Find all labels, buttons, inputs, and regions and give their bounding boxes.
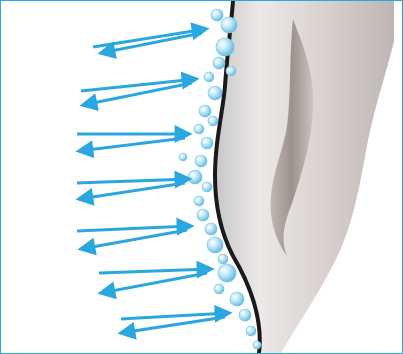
- outward-arrow: [81, 230, 187, 249]
- bubble-icon: [202, 182, 212, 192]
- bubble-icon: [216, 38, 234, 56]
- bubble-icon: [226, 66, 236, 76]
- outward-arrow: [101, 273, 207, 293]
- arrow-pair-icon: [77, 134, 189, 151]
- outward-arrow: [79, 138, 185, 151]
- bubble-icon: [208, 116, 218, 126]
- bubble-icon: [197, 209, 209, 221]
- inward-arrow: [77, 226, 191, 231]
- arrow-pair-icon: [77, 226, 191, 249]
- bubble-icon: [195, 155, 207, 167]
- bubble-icon: [239, 309, 251, 321]
- outward-arrow: [79, 183, 185, 199]
- inward-arrow: [77, 179, 189, 183]
- bubble-icon: [204, 72, 214, 82]
- bubble-icon: [211, 9, 223, 21]
- bubble-icon: [253, 341, 261, 349]
- bubble-icon: [194, 196, 204, 206]
- arrow-pair-icon: [77, 179, 189, 199]
- bubble-icon: [179, 153, 187, 161]
- arrow-pair-icon: [93, 29, 206, 53]
- bubble-icon: [188, 170, 202, 184]
- bubble-icon: [221, 17, 237, 33]
- bubble-icon: [208, 86, 222, 100]
- inward-arrow: [99, 269, 211, 273]
- bubble-icon: [218, 254, 228, 264]
- bubble-icon: [194, 124, 204, 134]
- bubble-icon: [246, 326, 256, 336]
- arrow-pair-icon: [121, 313, 229, 333]
- bubble-icon: [218, 264, 236, 282]
- bubble-icon: [199, 105, 211, 117]
- bubble-icon: [207, 237, 223, 253]
- bubble-icon: [205, 223, 217, 235]
- arrow-pair-icon: [81, 79, 196, 105]
- bubble-icon: [214, 284, 224, 294]
- arrow-pair-icon: [99, 269, 211, 293]
- bubble-icon: [230, 292, 244, 306]
- bubble-icon: [201, 137, 213, 149]
- bubble-icon: [213, 57, 225, 69]
